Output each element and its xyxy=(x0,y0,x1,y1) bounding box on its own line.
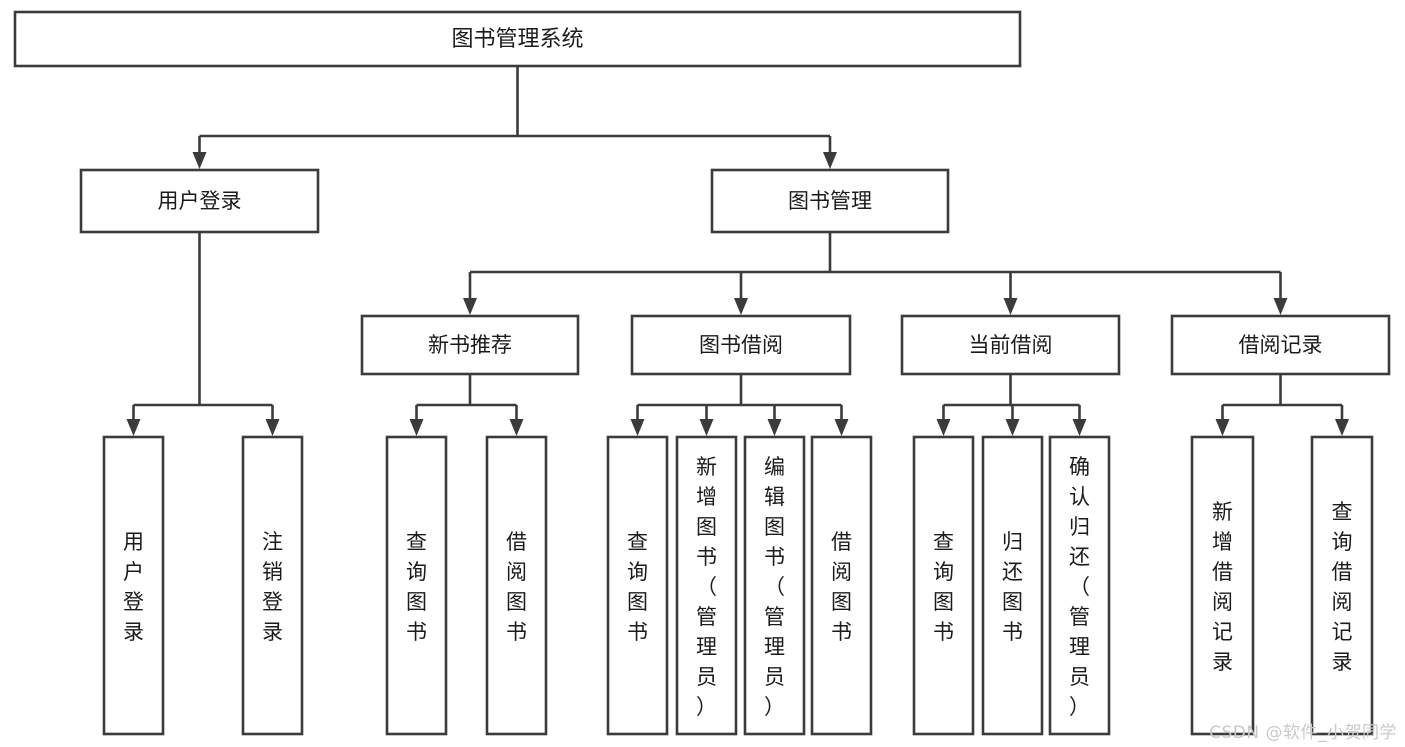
leaf-node[interactable]: 用户登录 xyxy=(102,435,165,736)
arrow-head xyxy=(767,419,782,436)
arrow-head xyxy=(1215,419,1230,436)
level3-box[interactable] xyxy=(1170,314,1391,376)
root-box[interactable] xyxy=(13,10,1022,68)
leaf-label: 查询图书 xyxy=(406,530,427,644)
arrow-head xyxy=(1335,419,1349,436)
arrow-head xyxy=(1273,298,1288,315)
leaf-node[interactable]: 借阅图书 xyxy=(810,435,873,736)
level3-node[interactable]: 当前借阅 xyxy=(900,314,1121,376)
leaf-box[interactable] xyxy=(241,435,304,736)
arrow-head xyxy=(463,298,477,315)
leaf-node[interactable]: 新增借阅记录 xyxy=(1190,435,1255,736)
arrow-head xyxy=(192,152,207,169)
level3-box[interactable] xyxy=(630,314,852,376)
leaf-node[interactable]: 注销登录 xyxy=(241,435,304,736)
node-layer: 图书管理系统用户登录图书管理新书推荐图书借阅当前借阅借阅记录用户登录注销登录查询… xyxy=(13,10,1391,736)
leaf-box[interactable] xyxy=(102,435,165,736)
leaf-label: 确认归还（管理员） xyxy=(1069,455,1090,719)
leaf-box[interactable] xyxy=(912,435,975,736)
leaf-box[interactable] xyxy=(385,435,448,736)
leaf-label: 查询借阅记录 xyxy=(1332,500,1353,674)
level2-node[interactable]: 用户登录 xyxy=(79,168,320,234)
arrow-head xyxy=(265,419,280,436)
leaf-node[interactable]: 查询借阅记录 xyxy=(1310,435,1374,736)
leaf-node[interactable]: 查询图书 xyxy=(606,435,669,736)
leaf-label: 借阅图书 xyxy=(831,530,852,644)
arrow-head xyxy=(823,152,837,169)
leaf-box[interactable] xyxy=(675,435,738,736)
level3-label: 当前借阅 xyxy=(969,333,1053,357)
leaf-node[interactable]: 查询图书 xyxy=(385,435,448,736)
level2-box[interactable] xyxy=(79,168,320,234)
leaf-node[interactable]: 借阅图书 xyxy=(485,435,548,736)
leaf-label: 新增借阅记录 xyxy=(1212,500,1233,674)
arrow-head xyxy=(409,419,424,436)
leaf-label: 查询图书 xyxy=(627,530,648,644)
arrow-head xyxy=(126,419,141,436)
leaf-node[interactable]: 编辑图书（管理员） xyxy=(743,435,806,736)
connector-layer xyxy=(126,66,1349,436)
arrow-head xyxy=(936,419,951,436)
level3-node[interactable]: 图书借阅 xyxy=(630,314,852,376)
leaf-node[interactable]: 查询图书 xyxy=(912,435,975,736)
leaf-box[interactable] xyxy=(810,435,873,736)
leaf-label: 编辑图书（管理员） xyxy=(764,455,785,719)
level3-label: 新书推荐 xyxy=(428,333,512,357)
arrow-head xyxy=(1005,419,1020,436)
arrow-head xyxy=(734,298,748,315)
leaf-label: 用户登录 xyxy=(123,530,144,644)
arrow-head xyxy=(699,419,714,436)
leaf-box[interactable] xyxy=(1190,435,1255,736)
leaf-label: 查询图书 xyxy=(933,530,954,644)
arrow-head xyxy=(630,419,645,436)
leaf-box[interactable] xyxy=(1310,435,1374,736)
leaf-box[interactable] xyxy=(606,435,669,736)
root-node[interactable]: 图书管理系统 xyxy=(13,10,1022,68)
level3-box[interactable] xyxy=(360,314,580,376)
leaf-box[interactable] xyxy=(1048,435,1111,736)
leaf-node[interactable]: 确认归还（管理员） xyxy=(1048,435,1111,736)
level2-node[interactable]: 图书管理 xyxy=(710,168,950,234)
leaf-label: 归还图书 xyxy=(1002,530,1023,644)
arrow-head xyxy=(834,419,849,436)
level2-label: 用户登录 xyxy=(158,189,242,213)
root-label: 图书管理系统 xyxy=(451,27,583,52)
arrow-head xyxy=(1072,419,1087,436)
level3-label: 图书借阅 xyxy=(699,333,783,357)
level3-box[interactable] xyxy=(900,314,1121,376)
leaf-label: 借阅图书 xyxy=(506,530,527,644)
leaf-box[interactable] xyxy=(981,435,1044,736)
arrow-head xyxy=(1003,298,1018,315)
leaf-box[interactable] xyxy=(485,435,548,736)
leaf-box[interactable] xyxy=(743,435,806,736)
level2-label: 图书管理 xyxy=(788,189,872,213)
level2-box[interactable] xyxy=(710,168,950,234)
level3-node[interactable]: 借阅记录 xyxy=(1170,314,1391,376)
leaf-label: 注销登录 xyxy=(262,530,283,644)
leaf-node[interactable]: 归还图书 xyxy=(981,435,1044,736)
leaf-label: 新增图书（管理员） xyxy=(696,455,717,719)
level3-node[interactable]: 新书推荐 xyxy=(360,314,580,376)
leaf-node[interactable]: 新增图书（管理员） xyxy=(675,435,738,736)
arrow-head xyxy=(509,419,524,436)
level3-label: 借阅记录 xyxy=(1239,333,1323,357)
